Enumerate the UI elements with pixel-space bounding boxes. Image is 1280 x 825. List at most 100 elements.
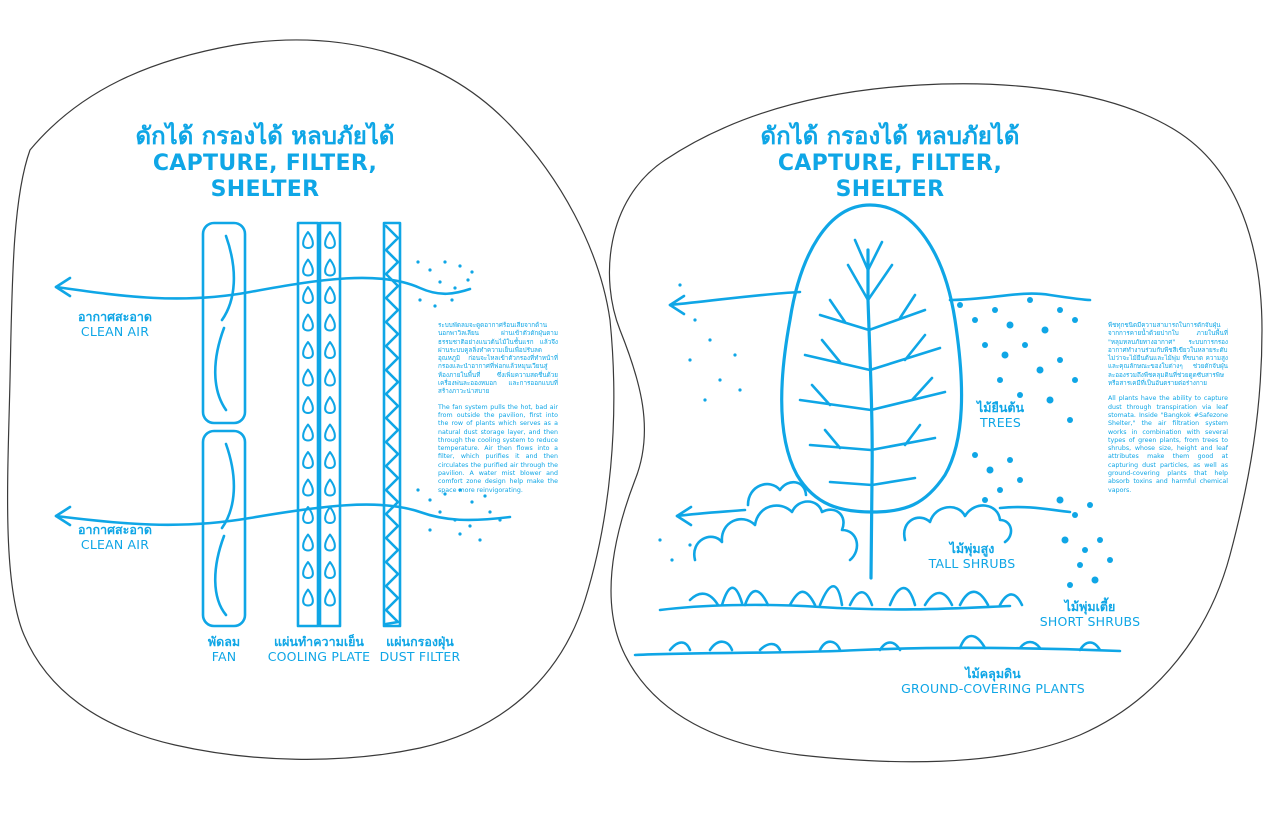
right-title-english: CAPTURE, FILTER, SHELTER [777,150,1003,203]
dust-particle [1022,342,1028,348]
right-description-thai: พืชทุกชนิดมีความสามารถในการดักจับฝุ่นจาก… [1108,322,1228,388]
dust-particle [738,388,742,392]
dust-particle [1046,396,1054,404]
dust-particle [658,538,662,542]
water-drop-icon [302,533,314,552]
dust-particle [478,538,482,542]
water-drop-icon [324,506,336,524]
dust-particle [678,283,682,287]
dust-particle [1027,297,1033,303]
water-drop-icon [324,341,336,359]
water-drop-icon [302,368,314,387]
dust-particle [428,268,432,272]
water-drop-icon [302,506,314,524]
dust-particle [1017,477,1023,483]
dust-particle [1082,547,1088,553]
dust-particle [416,488,420,492]
dust-particle [1091,576,1099,584]
dust-particle [443,260,447,264]
dust-particle [450,298,454,302]
left-title-thai: ดักได้ กรองได้ หลบภัยได้ [135,122,395,150]
dust-particle [466,278,470,282]
dust-particle [1067,417,1073,423]
dust-particle [986,466,994,474]
ground-covering-label: ไม้คลุมดิน GROUND-COVERING PLANTS [901,666,1085,697]
cooling-water-drops [302,231,336,607]
dust-particle [688,358,692,362]
dust-particle [1107,557,1113,563]
dust-particle [468,524,472,528]
dust-particle [428,528,432,532]
water-drop-icon [324,451,336,469]
dust-particle [997,487,1003,493]
fan-label: พัดลม FAN [207,634,241,665]
dust-particle [972,452,978,458]
shrubs-illustration [658,481,1024,612]
left-description-english: The fan system pulls the hot, bad air fr… [438,403,558,494]
dust-particle [1072,377,1078,383]
tree-illustration [780,203,964,580]
water-drop-icon [302,478,314,497]
dust-particle [1067,582,1073,588]
dust-particle [1057,357,1063,363]
dust-particle [982,497,988,503]
water-drop-icon [324,286,336,304]
water-drop-icon [302,588,314,607]
dust-particle [718,378,722,382]
dust-particle [972,317,978,323]
water-drop-icon [302,396,314,414]
right-panel-outline [608,83,1263,763]
left-title-english: CAPTURE, FILTER, SHELTER [152,150,378,203]
left-description: ระบบพัดลมจะดูดอากาศร้อนเสียจากด้านนอกพาว… [438,322,558,502]
left-panel-title: ดักได้ กรองได้ หลบภัยได้ CAPTURE, FILTER… [100,122,430,204]
dust-particle [453,286,457,290]
water-drop-icon [324,588,336,607]
dust-particle [1072,512,1078,518]
dust-particle [1017,392,1023,398]
water-drop-icon [302,231,314,249]
water-drop-icon [302,341,314,359]
cooling-plate-label: แผ่นทำความเย็น COOLING PLATE [267,634,371,665]
dust-particle [982,342,988,348]
dust-filter-label: แผ่นกรองฝุ่น DUST FILTER [379,634,461,665]
ground-cover-illustration [633,634,1122,657]
dust-particle [997,377,1003,383]
water-drop-icon [302,561,314,579]
right-dust-particles [658,283,1113,588]
dust-particle [1036,366,1044,374]
trees-label: ไม้ยืนต้น TREES [976,400,1025,431]
dust-particle [1006,321,1014,329]
water-drop-icon [324,533,336,552]
water-drop-icon [302,258,314,277]
dust-particle [458,264,462,268]
dust-particle [416,260,420,264]
dust-particle [488,510,492,514]
water-drop-icon [302,423,314,442]
clean-air-label-bottom: อากาศสะอาด CLEAN AIR [77,522,153,553]
water-drop-icon [302,286,314,304]
dust-particle [1001,351,1009,359]
cooling-plates [296,221,342,628]
dust-particle [670,558,674,562]
dust-particle [708,338,712,342]
dust-particle [1087,502,1093,508]
fan-units [201,221,247,628]
dust-particle [458,488,462,492]
dust-particle [428,498,432,502]
water-drop-icon [302,313,314,332]
dust-particle [1097,537,1103,543]
right-airflow-lines [668,290,1092,527]
water-drop-icon [324,396,336,414]
dust-particle [957,302,963,308]
dust-particle [1007,457,1013,463]
dust-particle [443,492,447,496]
water-drop-icon [324,368,336,387]
water-drop-icon [324,313,336,332]
dust-particle [992,307,998,313]
water-drop-icon [324,258,336,277]
left-description-thai: ระบบพัดลมจะดูดอากาศร้อนเสียจากด้านนอกพาว… [438,322,558,396]
dust-particle [458,532,462,536]
dust-particle [733,353,737,357]
right-title-thai: ดักได้ กรองได้ หลบภัยได้ [760,122,1020,150]
